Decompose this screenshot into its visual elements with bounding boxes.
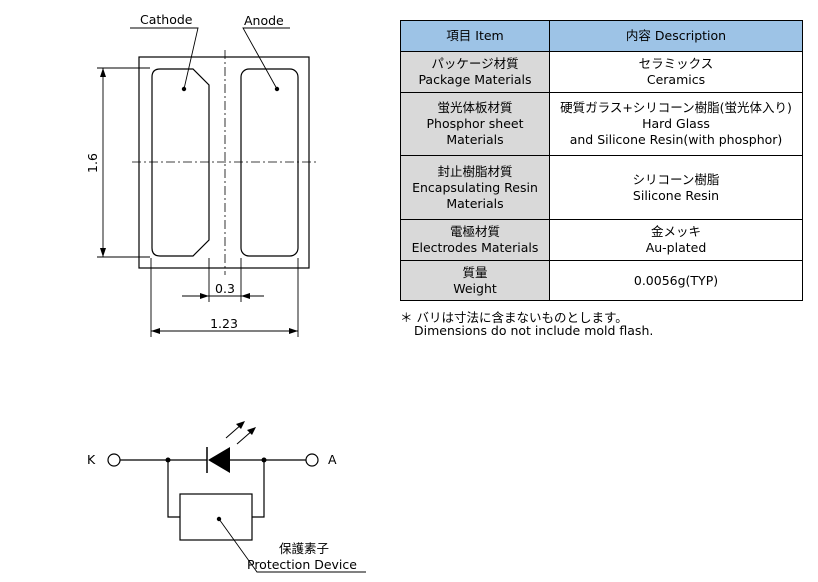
- cell-line: セラミックス: [638, 56, 714, 71]
- cell-line: Encapsulating Resin: [412, 179, 538, 195]
- branch-wire-right: [252, 460, 265, 518]
- row-desc-weight: 0.0056g(TYP): [549, 260, 803, 301]
- cell-line: 封止樹脂材質: [437, 163, 513, 179]
- gap-arrow-left: [200, 293, 209, 299]
- gap-arrow-right: [241, 293, 250, 299]
- cell-line: Electrodes Materials: [411, 240, 539, 255]
- cell-line: シリコーン樹脂: [632, 171, 720, 187]
- width-dimension: 1.23: [210, 316, 238, 331]
- height-arrow-top: [100, 68, 106, 77]
- table-row: 電極材質 Electrodes Materials 金メッキ Au-plated: [400, 219, 803, 261]
- row-item-weight: 質量 Weight: [400, 260, 550, 301]
- cell-line: Materials: [446, 195, 504, 211]
- terminal-k-label: K: [87, 452, 96, 467]
- protection-device-leader: [218, 518, 366, 573]
- terminal-a-label: A: [328, 452, 337, 467]
- row-item-phosphor: 蛍光体板材質 Phosphor sheet Materials: [400, 92, 550, 156]
- note-en: Dimensions do not include mold flash.: [414, 323, 654, 338]
- package-body: [138, 56, 310, 269]
- cell-line: and Silicone Resin(with phosphor): [569, 132, 783, 147]
- cell-line: パッケージ材質: [431, 56, 519, 71]
- row-desc-encapsulating: シリコーン樹脂 Silicone Resin: [549, 155, 803, 220]
- cell-line: Au-plated: [645, 240, 707, 255]
- anode-leader: [242, 27, 290, 90]
- protection-device-label-jp: 保護素子: [279, 541, 329, 556]
- cell-line: 質量: [462, 264, 488, 280]
- anode-pad: [240, 68, 299, 257]
- anode-label: Anode: [244, 13, 284, 28]
- table-row: 質量 Weight 0.0056g(TYP): [400, 260, 803, 301]
- row-item-package: パッケージ材質 Package Materials: [400, 51, 550, 93]
- table-row: 蛍光体板材質 Phosphor sheet Materials 硬質ガラス+シリ…: [400, 92, 803, 156]
- spec-table: 項目 Item 内容 Description パッケージ材質 Package M…: [400, 20, 803, 301]
- cell-line: 電極材質: [449, 224, 500, 239]
- cell-line: 0.0056g(TYP): [633, 272, 719, 288]
- gap-dimension: 0.3: [215, 281, 235, 296]
- row-desc-phosphor: 硬質ガラス+シリコーン樹脂(蛍光体入り) Hard Glass and Sili…: [549, 92, 803, 156]
- branch-wire-left: [167, 460, 180, 518]
- cell-line: Package Materials: [418, 72, 532, 87]
- terminal-k: [107, 453, 121, 467]
- terminal-a: [305, 453, 319, 467]
- circuit-diagram: K A 保護素子 Protection Device: [87, 421, 366, 573]
- cathode-leader: [130, 27, 199, 90]
- emission-arrowhead-2: [247, 427, 256, 435]
- cell-line: Weight: [453, 280, 497, 296]
- cell-line: Phosphor sheet: [426, 116, 524, 131]
- header-item: 項目 Item: [400, 20, 550, 52]
- cell-line: Silicone Resin: [632, 187, 720, 203]
- cell-line: 蛍光体板材質: [437, 100, 513, 115]
- row-item-electrodes: 電極材質 Electrodes Materials: [400, 219, 550, 261]
- emission-arrowhead-1: [236, 421, 245, 429]
- cell-line: 金メッキ: [650, 224, 701, 239]
- table-row: 封止樹脂材質 Encapsulating Resin Materials シリコ…: [400, 155, 803, 220]
- protection-device-label-en: Protection Device: [247, 557, 357, 572]
- row-item-encapsulating: 封止樹脂材質 Encapsulating Resin Materials: [400, 155, 550, 220]
- note-jp: ＊ バリは寸法に含まないものとします。: [400, 310, 628, 325]
- package-drawing: Cathode Anode 1.6 0.3 1.23: [85, 12, 316, 337]
- cathode-label: Cathode: [140, 12, 193, 27]
- width-arrow-right: [289, 328, 298, 334]
- row-desc-electrodes: 金メッキ Au-plated: [549, 219, 803, 261]
- led-triangle: [208, 447, 230, 473]
- cell-line: Hard Glass: [642, 116, 710, 131]
- height-arrow-bottom: [100, 248, 106, 257]
- header-description: 内容 Description: [549, 20, 803, 52]
- table-row: パッケージ材質 Package Materials セラミックス Ceramic…: [400, 51, 803, 93]
- width-arrow-left: [151, 328, 160, 334]
- cell-line: Ceramics: [646, 72, 706, 87]
- protection-device-box: [179, 493, 253, 541]
- row-desc-package: セラミックス Ceramics: [549, 51, 803, 93]
- cathode-pad: [151, 68, 210, 257]
- table-header-row: 項目 Item 内容 Description: [400, 20, 803, 52]
- cell-line: 硬質ガラス+シリコーン樹脂(蛍光体入り): [560, 100, 792, 115]
- cell-line: Materials: [446, 132, 504, 147]
- height-dimension: 1.6: [85, 153, 100, 173]
